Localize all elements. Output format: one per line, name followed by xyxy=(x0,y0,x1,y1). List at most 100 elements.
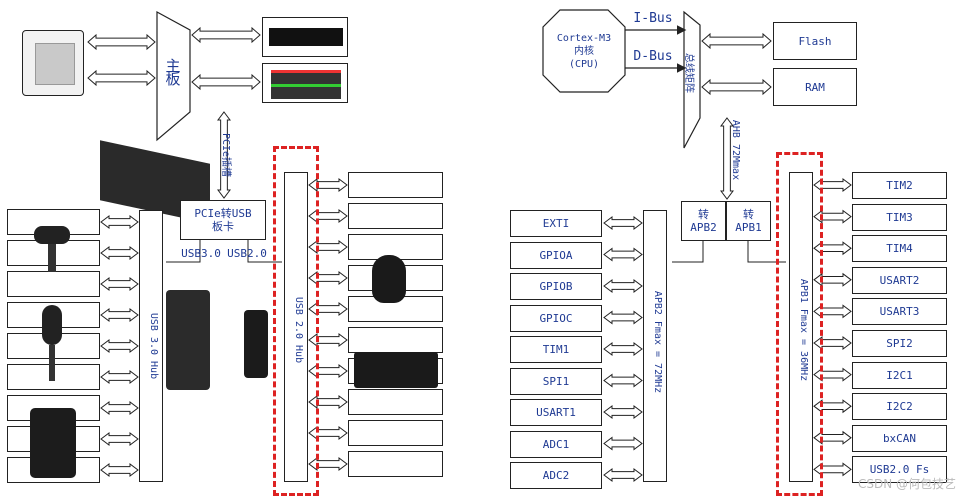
apb2-peripheral-box xyxy=(510,273,602,300)
flash-label: Flash xyxy=(798,34,832,48)
ahb-label: AHB 72Mmax xyxy=(730,119,741,181)
usb30-port-label: USB3.0 xyxy=(181,246,221,260)
ram-image-box xyxy=(262,63,348,103)
cpu-octagon xyxy=(542,9,626,93)
double-arrow xyxy=(603,436,643,451)
usb20-device-slot xyxy=(348,389,443,415)
apb2-peripheral-box xyxy=(510,430,602,458)
apb1-peripheral-box xyxy=(852,298,947,326)
usb20-device-slot xyxy=(348,451,443,477)
usb20-device-slot xyxy=(348,172,443,198)
pcie-usb-card-label: PCIe转USB 板卡 xyxy=(194,207,252,233)
apb1-peripheral-box xyxy=(852,393,947,421)
apb1-peripheral-label: bxCAN xyxy=(882,431,917,445)
usb20-hub-highlight xyxy=(273,146,319,496)
double-arrow xyxy=(100,215,139,229)
double-arrow xyxy=(100,401,139,415)
apb1-bus-highlight xyxy=(776,152,823,496)
apb2-peripheral-box xyxy=(510,336,602,363)
apb2-peripheral-label: ADC2 xyxy=(542,469,570,482)
double-arrow xyxy=(100,432,139,446)
dbus-label: D-Bus xyxy=(633,48,673,64)
apb1-peripheral-box xyxy=(852,203,947,231)
apb1-peripheral-box xyxy=(852,266,947,294)
apb1-peripheral-box xyxy=(852,235,947,263)
apb2-bridge-connector xyxy=(672,241,704,263)
usb30-device-slot xyxy=(7,271,100,297)
double-arrow xyxy=(603,468,643,482)
double-arrow xyxy=(603,373,643,388)
apb2-bus-label: APB2 Fmax = 72MHz xyxy=(652,290,663,394)
apb2-bus-bar xyxy=(643,210,667,482)
double-arrow xyxy=(603,247,643,262)
apb2-peripheral-label: TIM1 xyxy=(542,343,570,356)
usb20-device-slot xyxy=(348,327,443,353)
usb30-connector xyxy=(166,240,201,263)
double-arrow xyxy=(603,279,643,293)
double-arrow xyxy=(100,308,139,322)
apb1-peripheral-label: SPI2 xyxy=(886,337,913,350)
ssd-image-box xyxy=(262,17,348,57)
usb3-hub-image xyxy=(166,290,210,390)
double-arrow xyxy=(191,73,261,91)
double-arrow xyxy=(603,310,643,325)
apb2-peripheral-label: SPI1 xyxy=(542,374,570,388)
cpu-label: Cortex-M3 内核 (CPU) xyxy=(556,32,612,70)
apb1-peripheral-label: TIM3 xyxy=(886,210,913,224)
usb2-hub-image xyxy=(222,290,276,390)
apb1-bridge-connector xyxy=(747,241,786,263)
pcie-usb-card xyxy=(180,200,266,240)
double-arrow xyxy=(100,339,139,353)
ram-label: RAM xyxy=(805,80,825,94)
usb30-hub-label: USB 3.0 Hub xyxy=(148,312,159,380)
double-arrow xyxy=(720,117,734,200)
apb1-peripheral-box xyxy=(852,424,947,452)
double-arrow xyxy=(217,111,231,199)
apb2-peripheral-box xyxy=(510,241,602,269)
apb1-bridge xyxy=(726,201,771,241)
double-arrow xyxy=(191,26,261,44)
apb2-bridge-label: 转 APB2 xyxy=(690,208,717,234)
apb1-peripheral-label: TIM2 xyxy=(886,179,913,192)
apb2-peripheral-label: GPIOA xyxy=(539,248,573,262)
apb1-peripheral-box xyxy=(852,172,947,199)
apb2-peripheral-label: GPIOC xyxy=(539,311,573,325)
double-arrow xyxy=(603,342,643,356)
apb2-peripheral-box xyxy=(510,304,602,332)
apb2-peripheral-box xyxy=(510,399,602,426)
motherboard-label: 主 板 xyxy=(165,57,181,88)
bus-matrix-label: 总线矩阵 xyxy=(683,53,694,93)
ibus-label: I-Bus xyxy=(633,10,673,26)
apb1-bridge-label: 转 APB1 xyxy=(735,208,762,234)
apb1-bus-bar xyxy=(789,172,813,482)
cpu-chip-image xyxy=(22,30,84,96)
apb1-peripheral-label: USART3 xyxy=(879,305,920,319)
double-arrow xyxy=(603,405,643,419)
apb2-peripheral-box xyxy=(510,210,602,237)
apb2-peripheral-label: GPIOB xyxy=(539,280,573,293)
bus-matrix-shape xyxy=(683,10,701,149)
apb1-peripheral-label: USB2.0 Fs xyxy=(869,463,930,477)
apb1-peripheral-label: TIM4 xyxy=(886,242,913,256)
flash-box xyxy=(773,22,857,60)
motherboard-shape xyxy=(156,10,191,142)
usb30-hub-bar xyxy=(139,210,163,482)
double-arrow xyxy=(100,370,139,384)
apb2-peripheral-label: EXTI xyxy=(542,217,570,230)
arrow-group xyxy=(87,26,852,482)
apb1-peripheral-box xyxy=(852,361,947,389)
double-arrow xyxy=(701,78,772,96)
watermark: CSDN @何包技艺 xyxy=(857,476,956,491)
double-arrow xyxy=(87,69,156,87)
apb1-peripheral-box xyxy=(852,456,947,484)
hard-drive-image xyxy=(30,408,76,478)
double-arrow xyxy=(87,33,156,51)
apb1-peripheral-label: USART2 xyxy=(879,273,920,287)
double-arrow xyxy=(701,32,772,50)
apb2-peripheral-box xyxy=(510,462,602,489)
apb1-peripheral-box xyxy=(852,330,947,357)
double-arrow xyxy=(100,277,139,291)
double-arrow xyxy=(100,463,139,477)
apb2-bridge xyxy=(681,201,726,241)
